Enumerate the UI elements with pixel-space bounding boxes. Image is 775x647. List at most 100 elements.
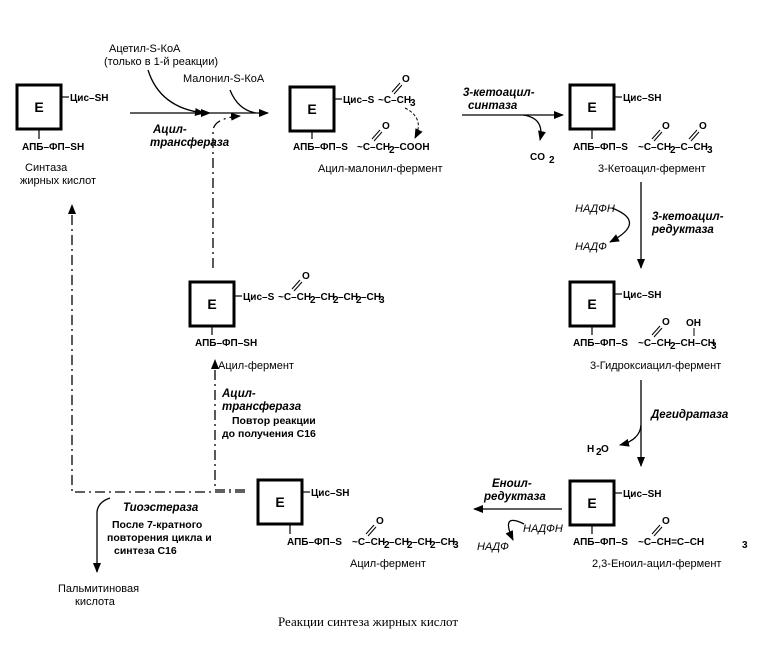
- acyl-transferase-1-b: трансфераза: [150, 137, 230, 149]
- nadph-2: НАДФН: [523, 523, 563, 535]
- repeat-note-1: Повтор реакции: [232, 415, 316, 427]
- hydroxyacyl-label: 3-Гидроксиацил-фермент: [590, 360, 721, 372]
- svg-text:O: O: [601, 444, 609, 455]
- svg-text:2: 2: [407, 540, 413, 551]
- svg-text:2: 2: [549, 155, 555, 166]
- fatty-acids-label: жирных кислот: [20, 175, 96, 187]
- synthase-label: Синтаза: [25, 162, 68, 174]
- acyl-enzyme-top: E Цис–S ~C–CH 2 –CH 2 –CH 2 –CH 3 O АПБ–…: [188, 271, 385, 372]
- svg-text:2: 2: [356, 295, 362, 306]
- svg-text:E: E: [587, 99, 596, 115]
- svg-text:АПБ–ФП–S: АПБ–ФП–S: [573, 142, 628, 153]
- after-note-1: После 7-кратного: [112, 519, 202, 531]
- svg-text:~C–CH=C–CH: ~C–CH=C–CH: [638, 537, 704, 548]
- svg-text:–CH: –CH: [389, 537, 409, 548]
- svg-text:2: 2: [430, 540, 436, 551]
- svg-text:2: 2: [333, 295, 339, 306]
- svg-text:АПБ–ФП–S: АПБ–ФП–S: [293, 142, 348, 153]
- repeat-note-2: до получения C16: [222, 428, 316, 440]
- svg-text:O: O: [662, 516, 670, 527]
- acyl-enzyme-bottom: E Цис–SH АПБ–ФП–S ~C–CH 2 –CH 2 –CH 2 –C…: [256, 478, 459, 570]
- svg-text:–CH: –CH: [338, 292, 358, 303]
- svg-text:2: 2: [596, 447, 602, 458]
- ketoacyl-synthase-b: синтаза: [468, 100, 518, 112]
- svg-text:Цис–SH: Цис–SH: [623, 93, 661, 104]
- svg-text:2: 2: [389, 145, 395, 156]
- malonyl-arrow: [229, 89, 257, 114]
- svg-text:2: 2: [670, 341, 676, 352]
- svg-text:АПБ–ФП–S: АПБ–ФП–S: [573, 537, 628, 548]
- ketoacyl-enzyme: E Цис–SH АПБ–ФП–S ~C–CH 2 –C–CH 3 O O 3-…: [568, 83, 713, 175]
- ketoacyl-reductase-a: 3-кетоацил-: [652, 211, 724, 223]
- after-note-3: синтеза C16: [114, 545, 177, 557]
- svg-text:–CH–CH: –CH–CH: [675, 338, 715, 349]
- acyl-transferase-2-b: трансфераза: [222, 401, 302, 413]
- malonyl-coa-label: Малонил-S-КоА: [183, 73, 265, 85]
- svg-text:O: O: [662, 121, 670, 132]
- svg-text:~C–CH: ~C–CH: [638, 338, 671, 349]
- svg-text:Цис–S: Цис–S: [243, 292, 275, 303]
- thioesterase-loop-arrow: [68, 204, 245, 493]
- svg-text:2: 2: [310, 295, 316, 306]
- svg-text:Цис–SH: Цис–SH: [623, 489, 661, 500]
- acyl-bottom-label: Ацил-фермент: [350, 558, 426, 570]
- svg-text:E: E: [275, 494, 284, 510]
- loop-arrow-bottom: [211, 359, 245, 491]
- svg-text:–CH: –CH: [435, 537, 455, 548]
- acyl-malonyl-label: Ацил-малонил-фермент: [318, 163, 443, 175]
- acetyl-coa-label: Ацетил-S-КоА: [109, 43, 181, 55]
- co2-label: CO: [530, 152, 545, 163]
- synthase-enzyme: E Цис–SH АПБ–ФП–SH Синтаза жирных кислот: [15, 83, 108, 187]
- svg-text:–C–CH: –C–CH: [675, 142, 708, 153]
- svg-text:O: O: [376, 516, 384, 527]
- acyl-malonyl-enzyme: E Цис–S ~C–CH 3 O АПБ–ФП–S ~C–CH 2 –COOH…: [288, 74, 443, 175]
- palmitic-arrow: [93, 497, 111, 573]
- svg-text:~C–CH: ~C–CH: [638, 142, 671, 153]
- enoyl-label: 2,3-Еноил-ацил-фермент: [592, 558, 721, 570]
- svg-text:АПБ–ФП–S: АПБ–ФП–S: [287, 537, 342, 548]
- svg-text:O: O: [382, 121, 390, 132]
- svg-text:3: 3: [410, 98, 416, 109]
- svg-text:3: 3: [453, 540, 459, 551]
- svg-text:~C–CH: ~C–CH: [378, 95, 411, 106]
- acyl-transferase-1-a: Ацил-: [152, 124, 187, 136]
- after-note-2: повторения цикла и: [107, 532, 212, 544]
- svg-text:E: E: [307, 101, 316, 117]
- acetyl-arrow: [147, 69, 205, 116]
- svg-text:E: E: [587, 495, 596, 511]
- svg-text:АПБ–ФП–SH: АПБ–ФП–SH: [195, 338, 257, 349]
- enoyl-enzyme: E Цис–SH АПБ–ФП–S ~C–CH=C–CH 3 O 2,3-Ено…: [568, 479, 748, 570]
- acyl-transferase-2-a: Ацил-: [221, 388, 256, 400]
- svg-text:3: 3: [707, 145, 713, 156]
- svg-text:–CH: –CH: [412, 537, 432, 548]
- svg-text:O: O: [662, 317, 670, 328]
- thioesterase: Тиоэстераза: [123, 502, 199, 514]
- svg-text:~C–CH: ~C–CH: [352, 537, 385, 548]
- svg-text:E: E: [587, 296, 596, 312]
- svg-text:OH: OH: [686, 318, 701, 329]
- svg-text:2: 2: [670, 145, 676, 156]
- figure-caption: Реакции синтеза жирных кислот: [278, 614, 458, 629]
- enoyl-reductase-b: редуктаза: [483, 491, 546, 503]
- svg-text:3: 3: [742, 540, 748, 551]
- svg-text:O: O: [402, 74, 410, 85]
- nadp-1: НАДФ: [575, 241, 607, 253]
- svg-text:–CH: –CH: [315, 292, 335, 303]
- nadph-1: НАДФН: [575, 203, 615, 215]
- cys-sh-group: Цис–SH: [70, 93, 108, 104]
- acetyl-note: (только в 1-й реакции): [104, 56, 218, 68]
- svg-text:Цис–S: Цис–S: [343, 95, 375, 106]
- co2-arrow: [522, 114, 546, 141]
- palmitic-label-1: Пальмитиновая: [58, 583, 139, 595]
- svg-text:O: O: [699, 121, 707, 132]
- svg-text:–COOH: –COOH: [394, 142, 430, 153]
- ketoacyl-reductase-b: редуктаза: [651, 224, 714, 236]
- nadp-2: НАДФ: [477, 541, 509, 553]
- enoyl-reductase-a: Еноил-: [492, 478, 532, 490]
- apb-sh-group: АПБ–ФП–SH: [22, 142, 84, 153]
- enzyme-letter: E: [34, 99, 43, 115]
- svg-text:Цис–SH: Цис–SH: [311, 488, 349, 499]
- h2o-label: H: [587, 444, 594, 455]
- ketoacyl-label: 3-Кетоацил-фермент: [598, 163, 706, 175]
